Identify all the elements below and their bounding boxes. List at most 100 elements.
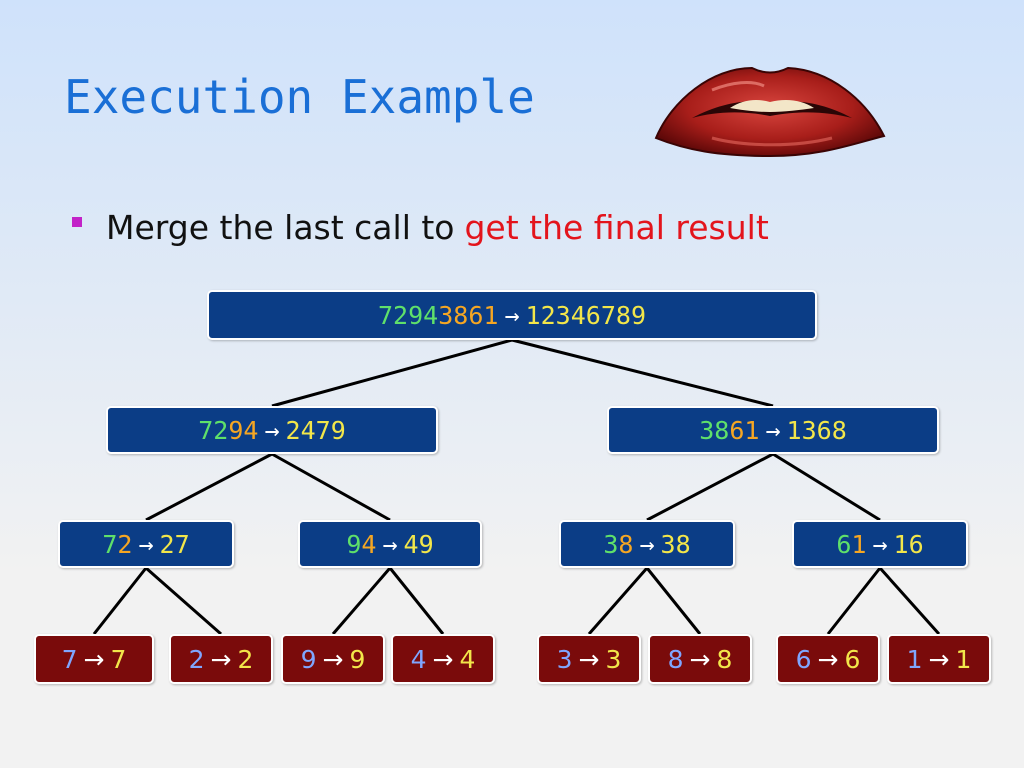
- node-leaf-4: 4→4: [391, 634, 495, 684]
- arrow-right-icon: →: [264, 415, 280, 445]
- digit: 4: [459, 644, 476, 674]
- digit: 9: [346, 529, 362, 559]
- tree-edge: [826, 567, 882, 635]
- digit: 6: [795, 644, 812, 674]
- digit: 8: [667, 644, 684, 674]
- digit: 6: [816, 415, 832, 445]
- tree-edge: [878, 567, 941, 635]
- digit: 7: [174, 529, 190, 559]
- node-leaf-6: 6→6: [776, 634, 880, 684]
- node-ll: 7 2→2 7: [58, 520, 234, 568]
- digit: 9: [408, 300, 424, 330]
- arrow-right-icon: →: [689, 644, 711, 674]
- digit: 8: [618, 529, 634, 559]
- node-leaf-2: 2→2: [169, 634, 273, 684]
- node-rl: 3 8→3 8: [559, 520, 735, 568]
- digit: 1: [955, 644, 972, 674]
- bullet-text: Merge the last call to: [106, 208, 455, 247]
- arrow-right-icon: →: [432, 644, 454, 674]
- node-right: 3 8 6 1→1 3 6 8: [607, 406, 939, 454]
- digit: 2: [213, 415, 229, 445]
- digit: 3: [438, 300, 454, 330]
- digit: 4: [243, 415, 259, 445]
- arrow-right-icon: →: [578, 644, 600, 674]
- digit: 3: [699, 415, 715, 445]
- slide-title: Execution Example: [64, 70, 535, 124]
- digit: 1: [525, 300, 541, 330]
- node-left: 7 2 9 4→2 4 7 9: [106, 406, 438, 454]
- bullet-item: Merge the last call to get the final res…: [72, 208, 769, 247]
- digit: 9: [349, 644, 366, 674]
- digit: 6: [585, 300, 601, 330]
- digit: 1: [483, 300, 499, 330]
- arrow-right-icon: →: [83, 644, 105, 674]
- node-leaf-1: 1→1: [887, 634, 991, 684]
- tree-edge: [772, 452, 881, 522]
- node-leaf-9: 9→9: [281, 634, 385, 684]
- node-leaf-8: 8→8: [648, 634, 752, 684]
- digit: 7: [110, 644, 127, 674]
- arrow-right-icon: →: [928, 644, 950, 674]
- arrow-right-icon: →: [872, 529, 888, 559]
- digit: 8: [453, 300, 469, 330]
- tree-edge: [271, 338, 513, 408]
- digit: 1: [851, 529, 867, 559]
- lips-graphic-icon: [654, 66, 886, 158]
- tree-edge: [331, 567, 392, 635]
- digit: 6: [908, 529, 924, 559]
- digit: 3: [556, 644, 573, 674]
- node-lr: 9 4→4 9: [298, 520, 482, 568]
- digit: 6: [729, 415, 745, 445]
- digit: 3: [603, 529, 619, 559]
- node-root: 7 2 9 4 3 8 6 1→1 2 3 4 6 7 8 9: [207, 290, 817, 340]
- digit: 9: [228, 415, 244, 445]
- digit: 8: [714, 415, 730, 445]
- digit: 7: [198, 415, 214, 445]
- digit: 4: [570, 300, 586, 330]
- digit: 8: [615, 300, 631, 330]
- arrow-right-icon: →: [382, 529, 398, 559]
- digit: 7: [102, 529, 118, 559]
- arrow-right-icon: →: [817, 644, 839, 674]
- tree-edge: [388, 567, 445, 635]
- digit: 7: [600, 300, 616, 330]
- digit: 1: [906, 644, 923, 674]
- digit: 7: [377, 300, 394, 330]
- arrow-right-icon: →: [639, 529, 655, 559]
- digit: 3: [801, 415, 817, 445]
- digit: 4: [410, 644, 427, 674]
- digit: 6: [836, 529, 852, 559]
- digit: 7: [61, 644, 78, 674]
- digit: 2: [188, 644, 205, 674]
- node-leaf-7: 7→7: [34, 634, 154, 684]
- digit: 9: [418, 529, 434, 559]
- tree-edge: [646, 452, 774, 522]
- digit: 3: [660, 529, 676, 559]
- node-leaf-3: 3→3: [537, 634, 641, 684]
- digit: 2: [159, 529, 175, 559]
- tree-edge: [271, 452, 391, 522]
- digit: 6: [844, 644, 861, 674]
- digit: 2: [237, 644, 254, 674]
- bullet-square-icon: [72, 216, 82, 227]
- digit: 1: [786, 415, 802, 445]
- digit: 4: [403, 529, 419, 559]
- digit: 9: [630, 300, 647, 330]
- digit: 4: [300, 415, 316, 445]
- digit: 8: [716, 644, 733, 674]
- node-rr: 6 1→1 6: [792, 520, 968, 568]
- digit: 6: [468, 300, 484, 330]
- tree-edge: [587, 567, 649, 635]
- arrow-right-icon: →: [138, 529, 154, 559]
- digit: 4: [361, 529, 377, 559]
- digit: 2: [117, 529, 133, 559]
- tree-edge: [92, 567, 148, 635]
- bullet-accent-text: get the final result: [464, 208, 769, 247]
- digit: 8: [675, 529, 691, 559]
- tree-edge: [645, 567, 702, 635]
- digit: 9: [300, 644, 317, 674]
- tree-edge: [511, 338, 774, 408]
- arrow-right-icon: →: [765, 415, 781, 445]
- digit: 2: [285, 415, 301, 445]
